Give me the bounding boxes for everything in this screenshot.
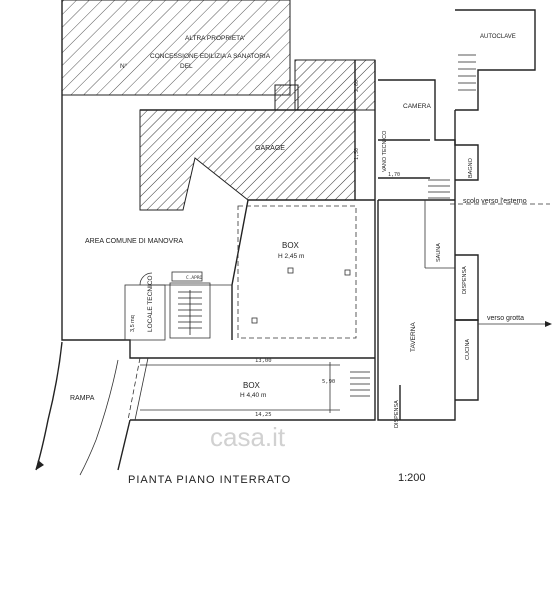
dim-260: 2,60	[354, 80, 360, 92]
dispensa-label-1: DISPENSA	[462, 266, 468, 294]
box-1-height: H 2,45 m	[278, 253, 304, 260]
cavedio-label: C.APRO	[186, 275, 203, 281]
garage-label: GARAGE	[255, 145, 285, 152]
dispensa-label-2: DISPENSA	[394, 400, 400, 428]
dim-590: 5,90	[322, 379, 335, 385]
numero-label: N°	[120, 62, 128, 70]
camera-label: CAMERA	[403, 103, 431, 110]
altra-proprieta-area	[61, 0, 291, 96]
plan-title: PIANTA PIANO INTERRATO	[128, 474, 291, 486]
altra-proprieta-label: ALTRA PROPRIETA'	[185, 35, 245, 42]
box-2: 13,00 14,25 5,90 BOX H 4,40 m	[140, 358, 340, 418]
ramp: RAMPA	[35, 341, 119, 476]
grotta-label: verso grotta	[487, 315, 524, 322]
apartment-block: CAMERA VANO TECNICO 1,70 BAGNO AUTOCLAVE…	[377, 9, 536, 428]
grotta-note: verso grotta	[478, 315, 552, 327]
box-2-height: H 4,40 m	[240, 392, 266, 399]
vano-tecnico-label: VANO TECNICO	[382, 130, 388, 172]
autoclave-label: AUTOCLAVE	[480, 34, 516, 40]
locale-tecnico-label: LOCALE TECNICO	[147, 275, 154, 332]
locale-tecnico: LOCALE TECNICO 3,5 mq	[124, 272, 166, 341]
watermark: casa.it	[210, 422, 286, 452]
plan-scale: 1:200	[398, 472, 426, 484]
cavedio-box	[171, 271, 203, 282]
taverna-label: TAVERNA	[410, 322, 417, 352]
cucina-label: CUCINA	[465, 339, 471, 360]
sauna-label: SAUNA	[436, 243, 442, 262]
dim-150: 1,50	[354, 148, 360, 160]
scolo-note: scolo verso l'esterno	[450, 198, 550, 205]
scolo-label: scolo verso l'esterno	[463, 198, 527, 205]
area-comune-label: AREA COMUNE DI MANOVRA	[85, 238, 183, 245]
stairs-central	[169, 282, 211, 339]
bagno-label: BAGNO	[468, 157, 474, 178]
dim-13: 13,00	[255, 358, 272, 364]
box-2-label: BOX	[243, 381, 261, 390]
stairs-apartment	[350, 54, 476, 397]
concessione-label: CONCESSIONE EDILIZIA A SANATORIA	[150, 53, 271, 60]
box-1: BOX H 2,45 m	[237, 205, 357, 339]
outer-walls	[61, 60, 376, 471]
locale-tecnico-area: 3,5 mq	[130, 315, 136, 332]
dim-170: 1,70	[388, 172, 400, 178]
box-1-label: BOX	[282, 241, 300, 250]
rampa-label: RAMPA	[70, 395, 95, 402]
dim-1425: 14,25	[255, 412, 272, 418]
del-label: DEL	[180, 63, 193, 70]
